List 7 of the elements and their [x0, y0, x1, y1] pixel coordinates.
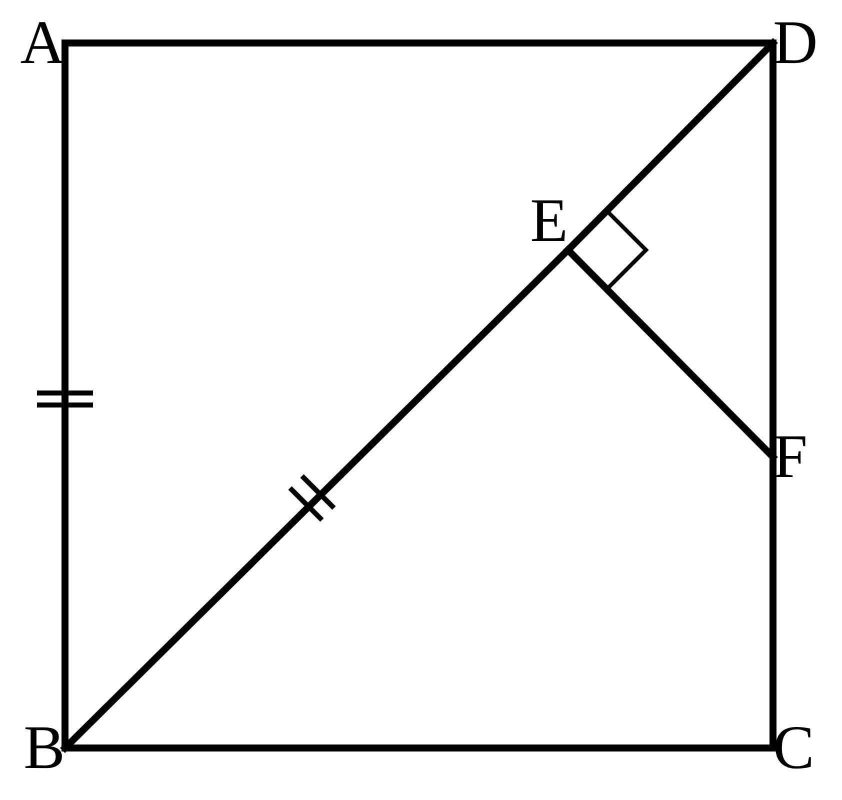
vertex-label: C — [773, 717, 814, 779]
line-segment — [564, 246, 776, 460]
vertex-label: F — [773, 426, 808, 488]
vertex-label: E — [530, 190, 568, 252]
vertex-label: A — [20, 12, 65, 74]
vertex-label: D — [773, 12, 818, 74]
vertex-label: B — [24, 717, 65, 779]
